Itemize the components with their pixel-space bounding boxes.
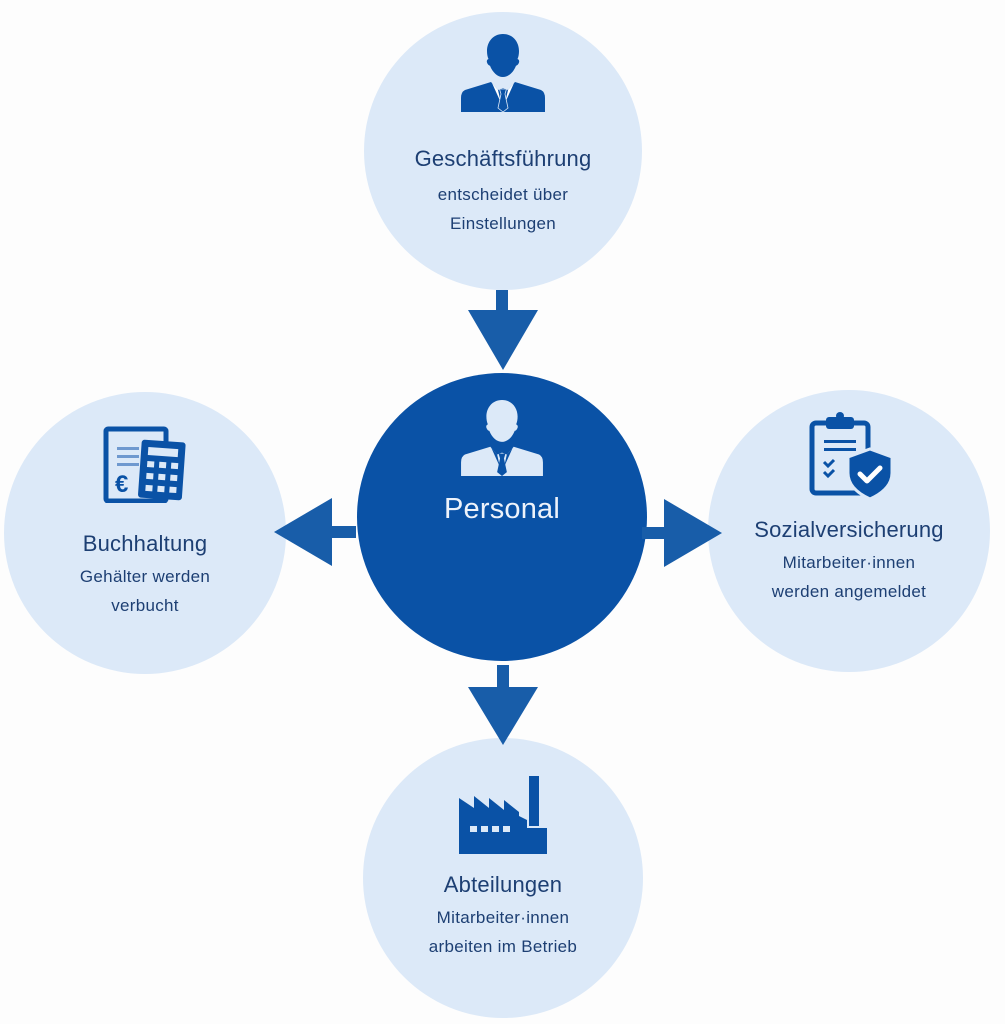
svg-text:€: € [115, 471, 128, 498]
node-geschaeftsfuehrung: Geschäftsführung entscheidet über Einste… [364, 12, 642, 290]
node-desc-line: Einstellungen [450, 214, 556, 233]
node-personal: Personal [357, 373, 647, 661]
node-desc-line: entscheidet über [437, 185, 569, 204]
node-desc-line: verbucht [111, 596, 179, 615]
node-desc-line: werden angemeldet [771, 582, 927, 601]
node-desc-line: arbeiten im Betrieb [428, 937, 578, 956]
node-buchhaltung: € Buchhaltung Gehälter werden verbuch [4, 392, 286, 674]
node-desc-line: Gehälter werden [79, 567, 211, 586]
center-title: Personal [443, 493, 561, 525]
accounting-calculator-icon: € [102, 425, 188, 508]
node-title: Abteilungen [443, 872, 563, 897]
node-sozialversicherung: Sozialversicherung Mitarbeiter·innen wer… [708, 390, 990, 672]
node-title: Sozialversicherung [754, 517, 944, 542]
factory-icon [457, 776, 549, 861]
arrow-down-center-to-abteilungen [466, 665, 540, 747]
businessman-icon [460, 398, 544, 481]
node-title: Buchhaltung [82, 531, 208, 556]
arrow-down-top-to-center [466, 290, 540, 372]
node-title: Geschäftsführung [414, 146, 592, 171]
arrow-right-center-to-sozialversicherung [642, 497, 724, 571]
node-desc-line: Mitarbeiter·innen [782, 553, 916, 572]
businessman-icon [461, 32, 545, 117]
node-desc-line: Mitarbeiter·innen [436, 908, 570, 927]
node-abteilungen: Abteilungen Mitarbeiter·innen arbeiten i… [363, 738, 643, 1018]
clipboard-shield-icon [804, 411, 894, 504]
arrow-left-center-to-buchhaltung [272, 496, 356, 570]
